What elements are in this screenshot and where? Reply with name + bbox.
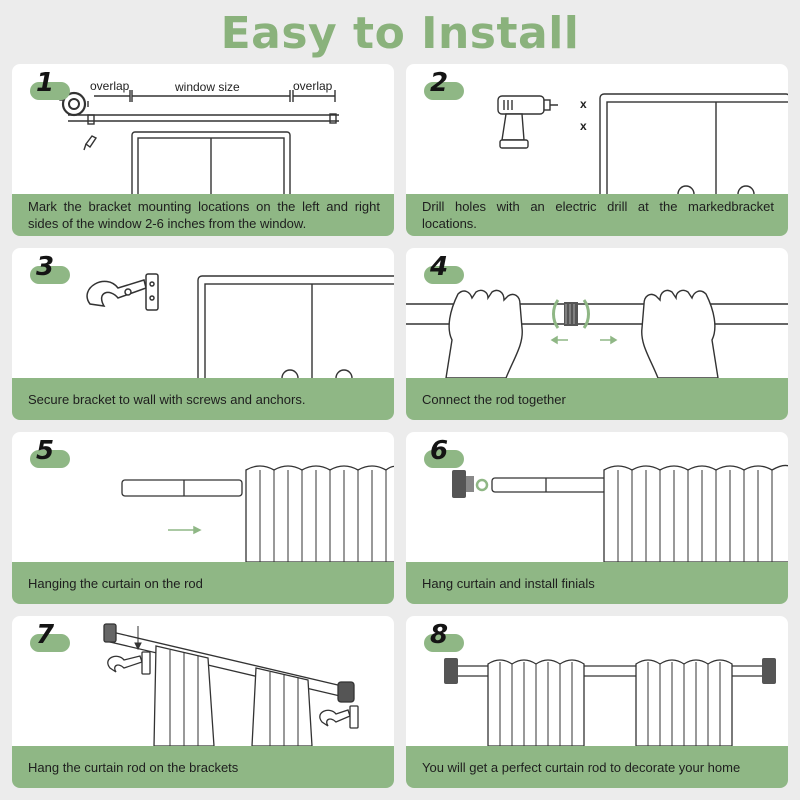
step-6-illustration (406, 432, 788, 563)
bracket-icon (107, 651, 359, 729)
step-number-badge: 8 (418, 620, 466, 656)
step-number-badge: 2 (418, 68, 466, 104)
mark-x-1: x (580, 97, 587, 111)
step-caption: Hang curtain and install finials (406, 562, 788, 604)
step-number-badge: 4 (418, 252, 466, 288)
step-number: 1 (36, 68, 55, 98)
step-number-badge: 5 (24, 436, 72, 472)
right-hand-icon (641, 289, 719, 379)
bracket-icon (86, 273, 159, 311)
overlap-left-label: overlap (90, 79, 130, 93)
window-size-label: window size (174, 80, 240, 94)
step-caption: Hanging the curtain on the rod (12, 562, 394, 604)
arrow-left-icon (550, 335, 568, 345)
step-card-8: 8 You will get a perfect curtain rod to … (406, 616, 788, 788)
step-card-3: 3 Secure bracket to wall with screws and… (12, 248, 394, 420)
arrow-down-icon (134, 626, 142, 651)
step-caption: Secure bracket to wall with screws and a… (12, 378, 394, 420)
step-number: 6 (430, 436, 449, 466)
step-caption: Connect the rod together (406, 378, 788, 420)
arrow-right-icon (600, 335, 618, 345)
step-number: 8 (430, 620, 449, 650)
finial-icon (444, 658, 776, 684)
step-number-badge: 1 (24, 68, 72, 104)
step-card-1: overlap window size overlap 1 Mark the b… (12, 64, 394, 236)
step-caption: You will get a perfect curtain rod to de… (406, 746, 788, 788)
step-number: 3 (36, 252, 55, 282)
finial-icon (452, 470, 489, 498)
step-caption: Mark the bracket mounting locations on t… (12, 194, 394, 236)
arrow-right-icon (168, 525, 202, 535)
drill-icon (497, 95, 558, 149)
step-card-4: 4 Connect the rod together (406, 248, 788, 420)
step-7-illustration (12, 616, 394, 747)
page-title: Easy to Install (220, 8, 580, 59)
step-card-5: 5 Hanging the curtain on the rod (12, 432, 394, 604)
step-4-illustration (406, 248, 788, 379)
step-number-badge: 7 (24, 620, 72, 656)
step-8-illustration (406, 616, 788, 747)
step-card-2: x x 2 Drill holes with an electric drill… (406, 64, 788, 236)
step-number-badge: 3 (24, 252, 72, 288)
step-caption: Drill holes with an electric drill at th… (406, 194, 788, 236)
rod-connector-icon (552, 299, 590, 329)
step-5-illustration (12, 432, 394, 563)
step-number: 7 (36, 620, 55, 650)
left-hand-icon (445, 289, 523, 379)
step-number: 5 (36, 436, 55, 466)
step-card-7: 7 Hang the curtain rod on the brackets (12, 616, 394, 788)
step-number: 2 (430, 68, 449, 98)
step-number: 4 (430, 252, 449, 282)
step-caption: Hang the curtain rod on the brackets (12, 746, 394, 788)
bracket-icon (61, 91, 87, 117)
step-number-badge: 6 (418, 436, 466, 472)
overlap-right-label: overlap (293, 79, 333, 93)
mark-x-2: x (580, 119, 587, 133)
step-card-6: 6 Hang curtain and install finials (406, 432, 788, 604)
